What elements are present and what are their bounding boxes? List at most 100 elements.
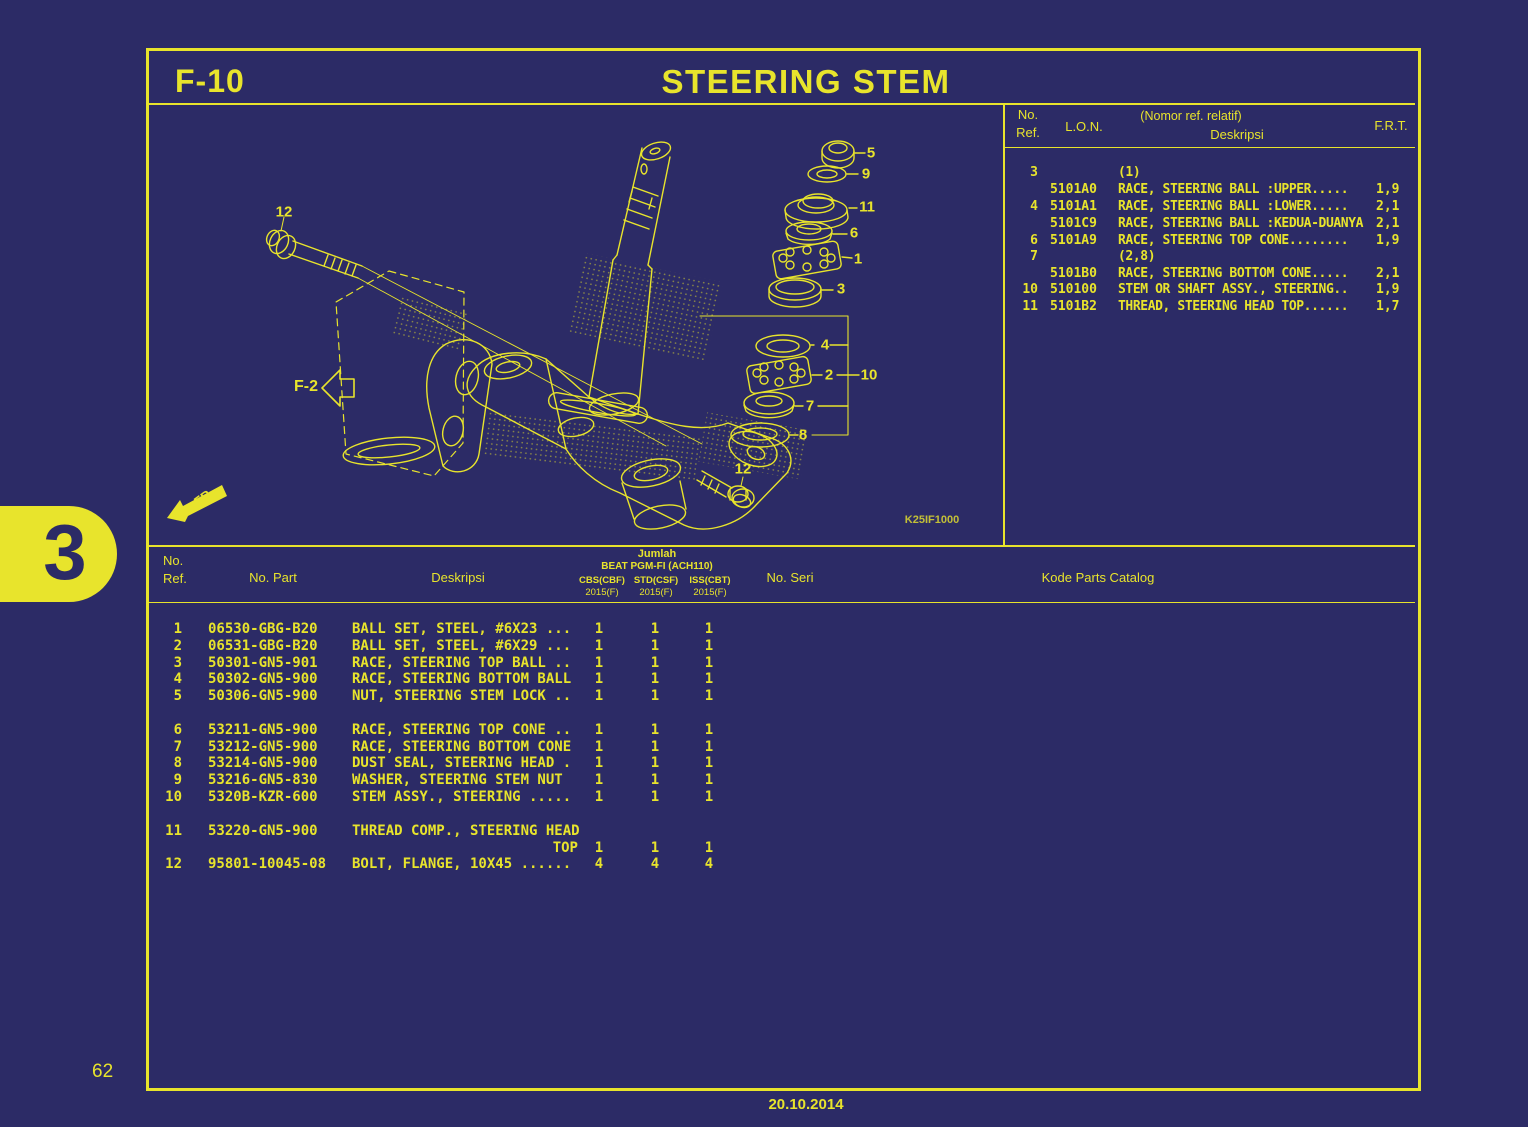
- part-desc: WASHER, STEERING STEM NUT: [352, 772, 563, 788]
- ref-col-frt: F.R.T.: [1374, 118, 1408, 133]
- part-ref: 9: [173, 772, 182, 788]
- parts-col-ref: Ref.: [163, 571, 187, 586]
- qty-cbs: 1: [594, 655, 604, 671]
- parts-header-divider: [146, 602, 1415, 603]
- drawing-code: K25IF1000: [904, 514, 960, 526]
- ref-desc: RACE, STEERING BOTTOM CONE.....: [1118, 266, 1349, 281]
- lon-code: 5101C9: [1050, 216, 1097, 231]
- ref-desc: RACE, STEERING BALL :LOWER.....: [1118, 199, 1349, 214]
- lon-code: 5101B2: [1050, 299, 1097, 314]
- ref-col-lon: L.O.N.: [1065, 119, 1103, 134]
- part-desc: RACE, STEERING TOP CONE ..: [352, 722, 572, 738]
- qty-iss: 1: [704, 840, 714, 856]
- ref-no: 7: [1030, 249, 1038, 264]
- qty-std: 1: [650, 671, 660, 687]
- qty-iss: 1: [704, 755, 714, 771]
- ref-table-row: 7 (2,8): [1003, 249, 1417, 265]
- page-title: STEERING STEM: [661, 63, 951, 100]
- parts-col-no-seri: No. Seri: [766, 570, 814, 585]
- callout-12-bottom: 12: [734, 460, 752, 478]
- qty-iss: 1: [704, 772, 714, 788]
- ref-col-no: No.: [1017, 107, 1039, 122]
- qty-std: 1: [650, 655, 660, 671]
- ref-table-row: 5101B0 RACE, STEERING BOTTOM CONE..... 2,1: [1003, 266, 1417, 282]
- qty-cbs: 1: [594, 755, 604, 771]
- part-number: 53214-GN5-900: [208, 755, 318, 771]
- qty-iss: 1: [704, 671, 714, 687]
- ref-col-desc: Deskripsi: [1210, 127, 1264, 142]
- ref-desc: THREAD, STEERING HEAD TOP......: [1118, 299, 1349, 314]
- ref-desc: RACE, STEERING BALL :KEDUA-DUANYA: [1118, 216, 1364, 231]
- parts-col-jumlah: Jumlah: [637, 548, 677, 560]
- lon-code: 5101A1: [1050, 199, 1097, 214]
- ref-no: 4: [1030, 199, 1038, 214]
- part-number: 95801-10045-08: [208, 856, 327, 872]
- publication-date: 20.10.2014: [768, 1096, 844, 1113]
- callout-6: 6: [849, 224, 859, 242]
- part-desc-continued: TOP: [552, 840, 578, 856]
- ref-desc: STEM OR SHAFT ASSY., STEERING..: [1118, 282, 1349, 297]
- ref-desc: (2,8): [1118, 249, 1156, 264]
- qty-iss: 4: [704, 856, 714, 872]
- ref-frt: 1,9: [1376, 282, 1400, 297]
- lon-code: 5101B0: [1050, 266, 1097, 281]
- qty-std: 1: [650, 621, 660, 637]
- part-ref: 10: [165, 789, 182, 805]
- part-desc: BOLT, FLANGE, 10X45 ......: [352, 856, 572, 872]
- ref-desc: RACE, STEERING BALL :UPPER.....: [1118, 182, 1349, 197]
- parts-col-year: 2015(F): [639, 587, 673, 598]
- qty-cbs: 1: [594, 638, 604, 654]
- qty-std: 1: [650, 688, 660, 704]
- qty-iss: 1: [704, 688, 714, 704]
- qty-cbs: 1: [594, 840, 604, 856]
- part-ref: 4: [173, 671, 182, 687]
- qty-std: 1: [650, 722, 660, 738]
- qty-std: 1: [650, 755, 660, 771]
- parts-col-variant-iss: ISS(CBT): [689, 575, 731, 586]
- callout-11: 11: [859, 198, 875, 216]
- qty-iss: 1: [704, 739, 714, 755]
- callout-5: 5: [866, 144, 876, 162]
- qty-cbs: 1: [594, 621, 604, 637]
- parts-col-year: 2015(F): [693, 587, 727, 598]
- parts-col-year: 2015(F): [585, 587, 619, 598]
- lon-code: 5101A9: [1050, 233, 1097, 248]
- part-number: 5320B-KZR-600: [208, 789, 318, 805]
- f2-reference-label: F-2: [294, 378, 318, 395]
- qty-cbs: 1: [594, 772, 604, 788]
- qty-iss: 1: [704, 655, 714, 671]
- ref-table-row: 3(1): [1003, 165, 1417, 181]
- callout-4: 4: [820, 336, 830, 354]
- callout-12-top: 12: [275, 203, 293, 221]
- ref-no: 11: [1022, 299, 1038, 314]
- chapter-tab: [0, 506, 117, 602]
- callout-7: 7: [805, 397, 815, 415]
- parts-table-top-divider: [146, 545, 1415, 547]
- qty-iss: 1: [704, 621, 714, 637]
- part-number: 53212-GN5-900: [208, 739, 318, 755]
- part-desc: NUT, STEERING STEM LOCK ..: [352, 688, 572, 704]
- ref-frt: 2,1: [1376, 266, 1400, 281]
- ref-col-desc-note: (Nomor ref. relatif): [1140, 109, 1242, 123]
- part-desc: RACE, STEERING TOP BALL ..: [352, 655, 572, 671]
- parts-col-no-part: No. Part: [249, 570, 297, 585]
- callout-9: 9: [861, 165, 871, 183]
- qty-cbs: 1: [594, 789, 604, 805]
- callout-3: 3: [836, 280, 846, 298]
- part-number: 53216-GN5-830: [208, 772, 318, 788]
- part-ref: 3: [173, 655, 182, 671]
- parts-col-kode: Kode Parts Catalog: [1041, 570, 1155, 585]
- part-ref: 11: [165, 823, 182, 839]
- ref-no: 6: [1030, 233, 1038, 248]
